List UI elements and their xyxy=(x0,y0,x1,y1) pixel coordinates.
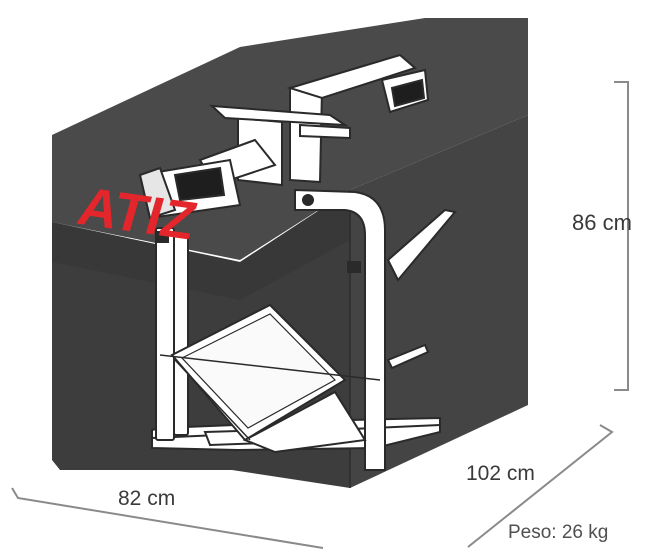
height-dimension-line xyxy=(614,81,629,391)
left-upright xyxy=(155,227,189,441)
depth-dimension-line xyxy=(467,424,614,548)
book-cradle xyxy=(159,303,381,454)
left-camera xyxy=(138,158,242,220)
weight-label: Peso: 26 kg xyxy=(508,522,609,543)
dimension-lines xyxy=(11,81,629,549)
side-trays xyxy=(386,208,457,370)
right-arch xyxy=(294,188,386,471)
height-label: 86 cm xyxy=(572,210,632,235)
cover-fold-shade xyxy=(52,190,350,300)
cover-right-face xyxy=(350,115,528,488)
width-dimension-line xyxy=(11,487,324,549)
depth-label: 102 cm xyxy=(466,462,535,485)
width-label: 82 cm xyxy=(118,487,176,510)
right-camera xyxy=(380,68,430,114)
